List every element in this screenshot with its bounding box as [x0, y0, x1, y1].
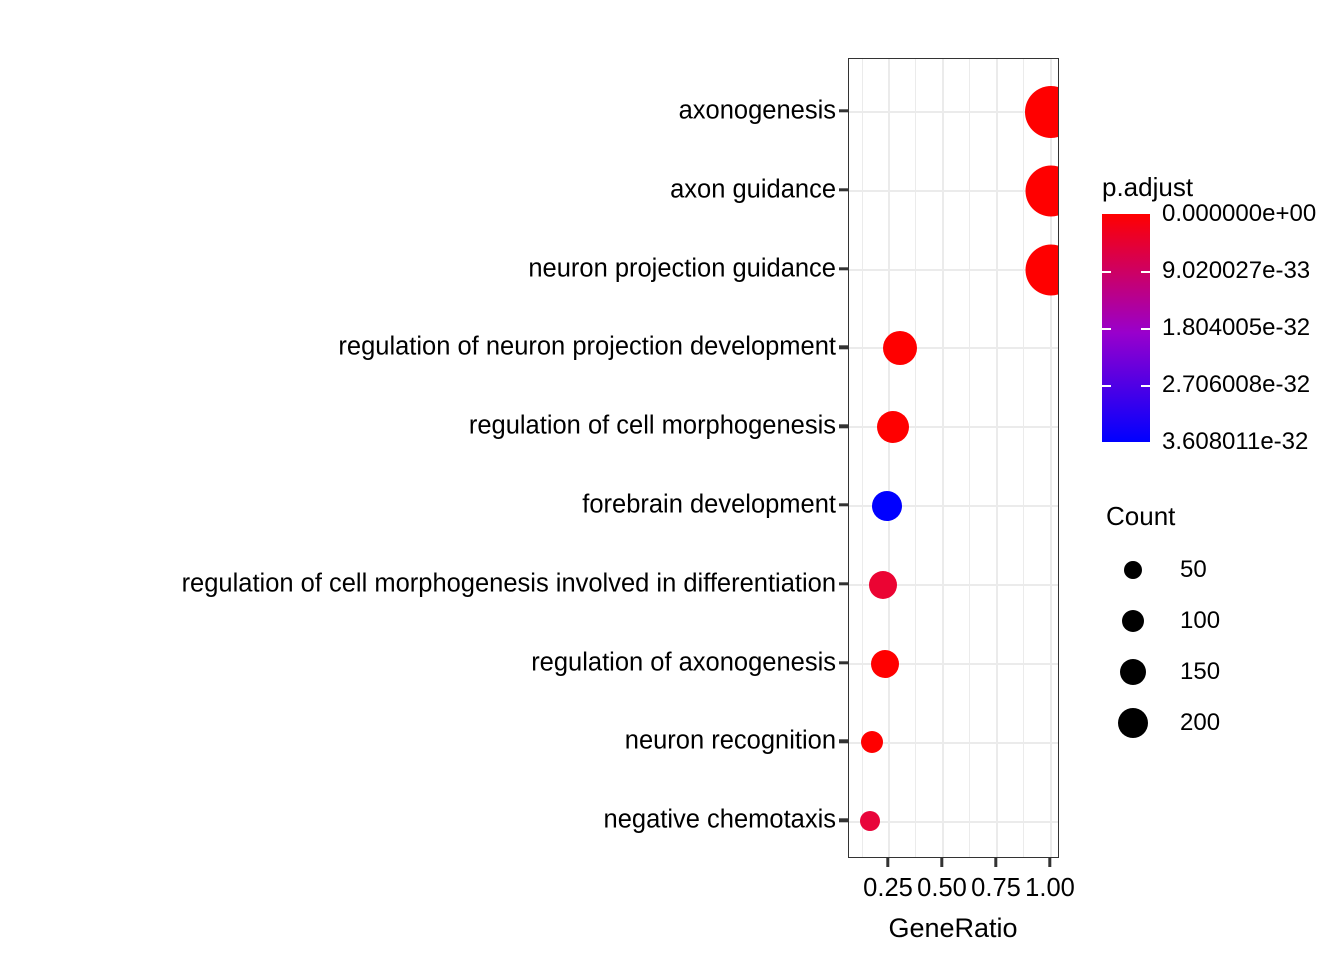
y-axis-tick-mark: [839, 188, 848, 192]
gridline-major-h: [849, 111, 1058, 113]
data-point: [859, 811, 880, 832]
data-point: [882, 331, 917, 366]
y-axis-tick-label: neuron projection guidance: [528, 254, 836, 283]
gridline-major-h: [849, 505, 1058, 507]
gridline-major-h: [849, 426, 1058, 428]
legend-title-count: Count: [1106, 501, 1176, 531]
y-axis-tick-label: axon guidance: [670, 175, 836, 204]
x-axis-tick-label: 0.75: [971, 874, 1021, 902]
plot-panel: [848, 58, 1059, 858]
colorbar-tick-label: 1.804005e-32: [1162, 314, 1311, 341]
gridline-major-h: [849, 663, 1058, 665]
gridline-major-h: [849, 584, 1058, 586]
colorbar-tick-mark: [1141, 328, 1150, 331]
x-axis-tick-mark: [994, 858, 998, 867]
y-axis-tick-mark: [839, 424, 848, 428]
legend-title-padjust: p.adjust: [1102, 172, 1194, 202]
y-axis-tick-label: regulation of cell morphogenesis involve…: [181, 569, 836, 598]
colorbar-tick-mark: [1141, 385, 1150, 388]
size-legend-dot: [1118, 708, 1148, 738]
y-axis-tick-label: forebrain development: [582, 490, 836, 519]
gridline-major-h: [849, 347, 1058, 349]
x-axis-tick-label: 1.00: [1025, 874, 1075, 902]
gridline-major-v: [1050, 59, 1052, 857]
y-axis-tick-label: regulation of cell morphogenesis: [468, 411, 836, 440]
gridline-minor-v: [969, 59, 970, 857]
gridline-major-h: [849, 742, 1058, 744]
size-legend-label: 50: [1180, 556, 1207, 583]
y-axis-tick-mark: [839, 582, 848, 586]
colorbar-tick-mark: [1102, 328, 1111, 331]
data-point: [1025, 86, 1058, 138]
size-legend-dot: [1124, 561, 1142, 579]
data-point: [1025, 244, 1058, 296]
data-point: [868, 570, 897, 599]
x-axis-title: GeneRatio: [888, 913, 1018, 943]
gridline-minor-v: [1023, 59, 1024, 857]
x-axis-tick-label: 0.25: [863, 874, 913, 902]
size-legend-dot: [1122, 610, 1144, 632]
colorbar-tick-label: 2.706008e-32: [1162, 371, 1311, 398]
data-point: [871, 491, 902, 521]
gridline-major-v: [888, 59, 890, 857]
y-axis-tick-label: neuron recognition: [624, 726, 836, 755]
y-axis-tick-mark: [839, 266, 848, 271]
colorbar-tick-mark: [1102, 271, 1111, 274]
size-legend-dot: [1120, 659, 1146, 685]
gridline-major-h: [849, 190, 1058, 192]
y-axis-tick-mark: [839, 109, 848, 113]
colorbar-padjust: [1102, 214, 1150, 442]
y-axis-tick-mark: [839, 503, 848, 507]
size-legend-label: 100: [1180, 607, 1221, 634]
y-axis-tick-mark: [839, 739, 848, 744]
y-axis-tick-mark: [839, 660, 848, 665]
data-point: [860, 731, 883, 754]
colorbar-tick-label: 3.608011e-32: [1162, 428, 1309, 455]
colorbar-tick-mark: [1141, 271, 1150, 274]
x-axis-tick-mark: [886, 858, 890, 867]
colorbar-tick-label: 9.020027e-33: [1162, 257, 1311, 284]
gridline-major-h: [849, 269, 1058, 271]
gridline-major-h: [849, 821, 1058, 823]
y-axis-tick-label: negative chemotaxis: [603, 805, 836, 834]
y-axis-tick-label: axonogenesis: [678, 96, 836, 125]
y-axis-tick-mark: [839, 345, 848, 350]
y-axis-tick-label: regulation of axonogenesis: [531, 648, 836, 677]
gridline-minor-v: [862, 59, 863, 857]
y-axis-tick-mark: [839, 818, 848, 822]
data-point: [1025, 165, 1058, 217]
size-legend-label: 200: [1180, 709, 1221, 736]
gridline-major-v: [942, 59, 944, 857]
x-axis-tick-label: 0.50: [917, 874, 967, 902]
y-axis-tick-label: regulation of neuron projection developm…: [338, 332, 836, 361]
size-legend-label: 150: [1180, 658, 1221, 685]
data-point: [870, 649, 899, 678]
x-axis-tick-mark: [1048, 858, 1052, 867]
gridline-major-v: [996, 59, 998, 857]
data-point: [877, 411, 910, 444]
x-axis-tick-mark: [940, 858, 944, 867]
colorbar-tick-label: 0.000000e+00: [1162, 200, 1317, 227]
colorbar-tick-mark: [1102, 385, 1111, 388]
gridline-minor-v: [915, 59, 916, 857]
